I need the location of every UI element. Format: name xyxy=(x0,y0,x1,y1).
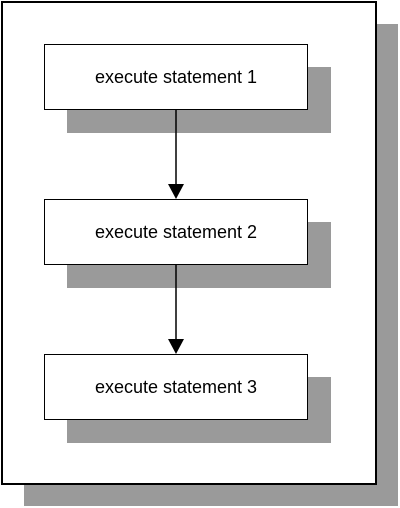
arrow-1-2-head xyxy=(168,184,184,199)
step-2-label: execute statement 2 xyxy=(94,221,258,242)
step-3-box: execute statement 3 xyxy=(44,354,308,420)
step-1-label: execute statement 1 xyxy=(94,66,258,87)
step-2-box: execute statement 2 xyxy=(44,199,308,265)
step-3-label: execute statement 3 xyxy=(94,376,258,397)
step-1-box: execute statement 1 xyxy=(44,44,308,110)
arrow-2-3-head xyxy=(168,339,184,354)
